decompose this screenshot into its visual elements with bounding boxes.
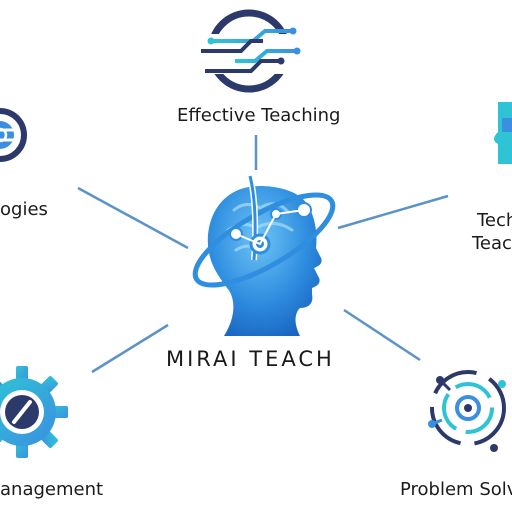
brand-wordmark: MIRAI TEACH (166, 347, 335, 371)
node-label-problem-solving: Problem Solv (400, 479, 512, 500)
ai-head-icon (192, 175, 336, 336)
node-label-technologies: ogies (0, 199, 48, 220)
circuit-globe-icon (197, 9, 301, 93)
node-label-management: anagement (0, 479, 104, 500)
orbit-circuit-icon (428, 370, 506, 452)
gear-icon (0, 366, 68, 458)
connector-left (77, 186, 189, 250)
connector-bottom-right (343, 308, 421, 362)
node-label-tech-line2: Teac (472, 233, 512, 254)
tech-globe-icon (0, 108, 27, 162)
node-label-effective-teaching: Effective Teaching (177, 105, 341, 126)
node-label-tech-line1: Tech (477, 210, 512, 231)
puzzle-icon (494, 102, 512, 164)
connector-right (337, 194, 449, 230)
connector-bottom-left (91, 323, 169, 374)
